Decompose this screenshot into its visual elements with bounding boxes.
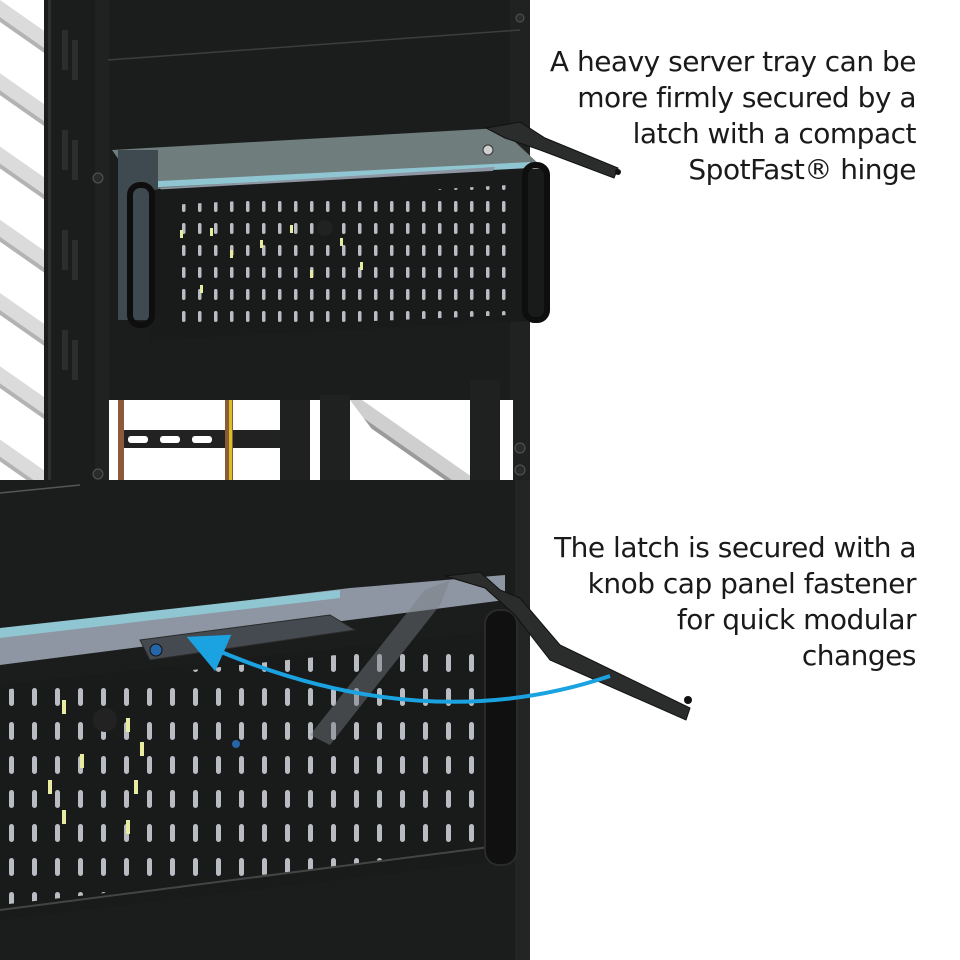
bottom-illustration-panel: The latch is secured with a knob cap pan… (0, 480, 960, 960)
caption-bottom: The latch is secured with a knob cap pan… (554, 531, 916, 672)
latch-closeup-illustration (0, 480, 692, 960)
caption-top: A heavy server tray can be more firmly s… (549, 45, 917, 186)
server-rack-illustration (0, 0, 621, 480)
top-illustration-panel: A heavy server tray can be more firmly s… (0, 0, 917, 480)
rotation-arrow-icon (186, 634, 611, 704)
